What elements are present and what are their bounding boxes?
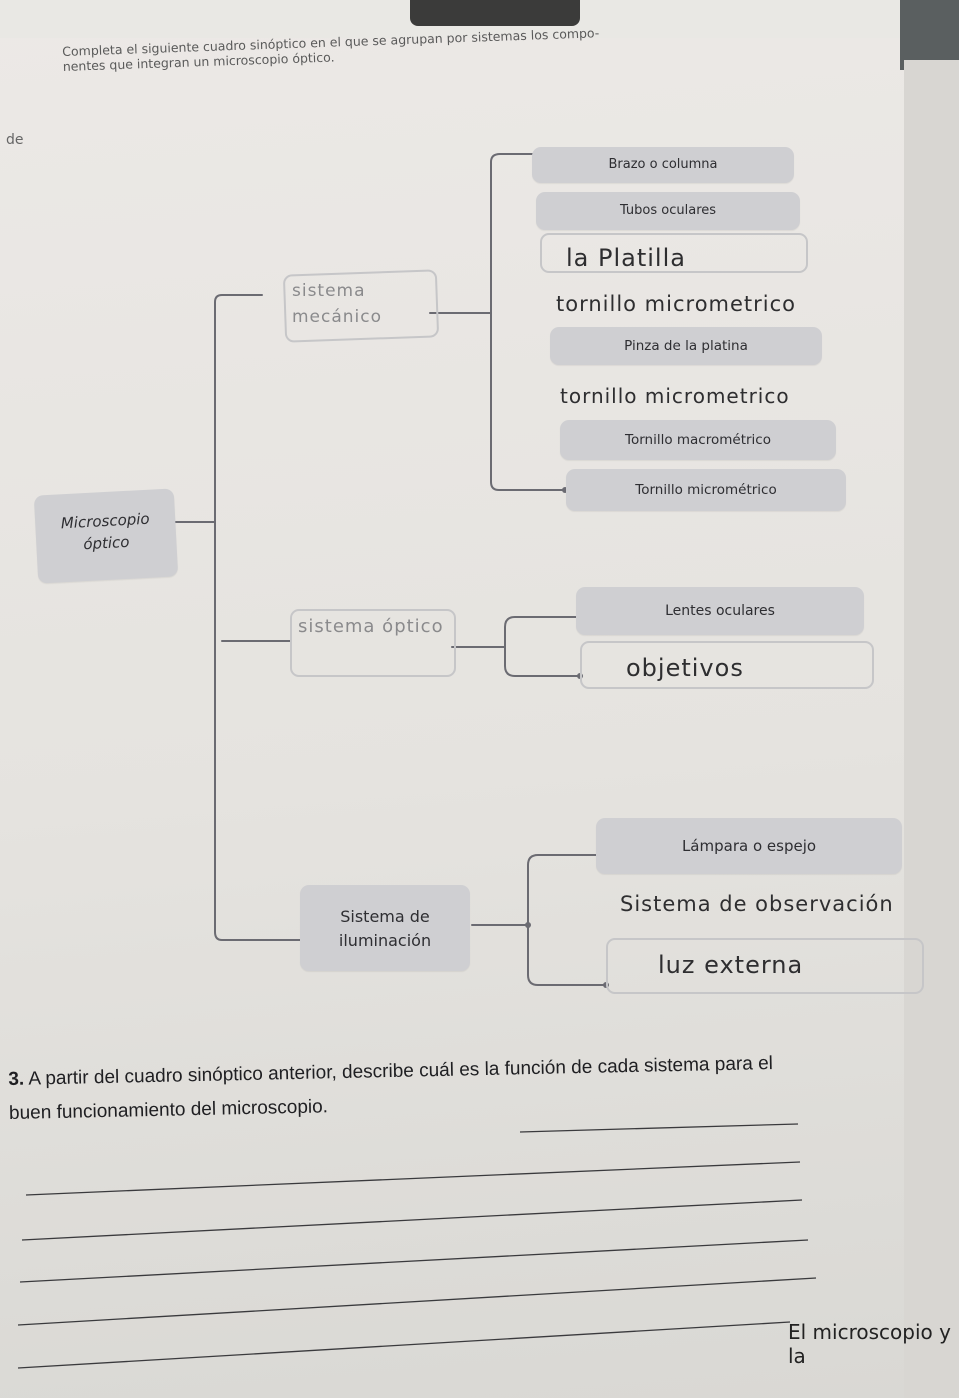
item-brazo: Brazo o columna [532,147,794,183]
answer-text-4: objetivos [626,654,744,682]
page-fold-shadow [904,60,959,1398]
mechanical-title: sistema mecánico [292,281,383,327]
answer-box-1 [540,233,808,273]
answer-line-3 [19,1239,809,1283]
answer-text-5: Sistema de observación [620,892,894,916]
dark-strip [410,0,580,26]
illumination-title-box: Sistema de iluminación [300,885,470,971]
item-tornillo-micro: Tornillo micrométrico [566,469,846,511]
answer-line-4 [17,1277,817,1326]
illumination-title: Sistema de iluminación [338,907,432,950]
answer-box-4 [580,641,874,689]
margin-note: de [6,132,24,148]
item-tubos: Tubos oculares [536,192,800,230]
footer-title: El microscopio y la [788,1320,951,1368]
optical-title: sistema óptico [298,616,444,637]
answer-text-2: tornillo micrometrico [556,292,797,316]
item-lampara: Lámpara o espejo [596,818,902,874]
page-corner [900,0,959,70]
answer-text-1: la Platilla [566,244,686,272]
answer-text-3: tornillo micrometrico [560,384,790,408]
answer-line-1 [25,1161,801,1196]
item-pinza: Pinza de la platina [550,327,822,365]
answer-line-5 [17,1321,791,1369]
answer-line-2 [21,1199,803,1241]
answer-line-0 [519,1123,799,1133]
answer-text-6: luz externa [658,951,804,979]
answer-box-6 [606,938,924,994]
item-lentes: Lentes oculares [576,587,864,635]
optical-title-box [290,609,456,677]
item-tornillo-macro: Tornillo macrométrico [560,420,836,460]
